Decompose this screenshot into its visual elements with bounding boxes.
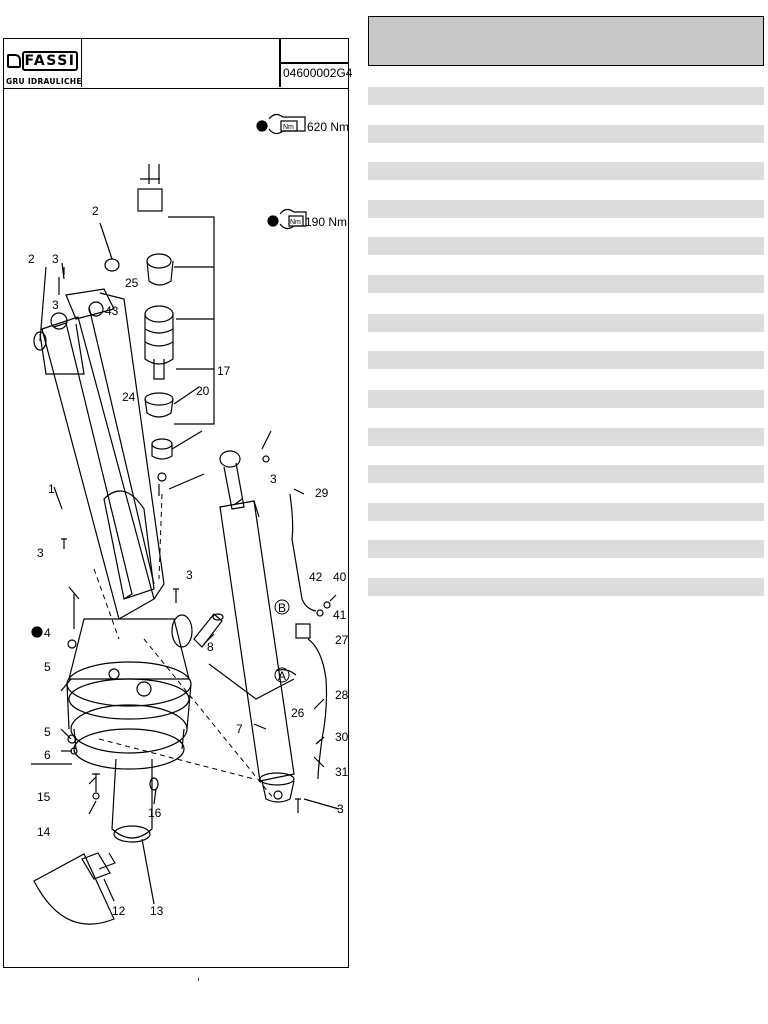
torque-unit-190: Nm bbox=[290, 219, 301, 226]
table-row bbox=[368, 200, 764, 218]
table-row bbox=[368, 540, 764, 558]
callout-40: 40 bbox=[333, 570, 347, 584]
callout-30: 30 bbox=[335, 730, 349, 744]
table-row bbox=[368, 314, 764, 332]
callout-31: 31 bbox=[335, 765, 349, 779]
callout-20: 20 bbox=[196, 384, 210, 398]
drawing-code: 04600002G4 bbox=[283, 66, 353, 80]
torque-value-190: 190 Nm bbox=[305, 215, 347, 229]
callout-17: 17 bbox=[217, 364, 231, 378]
callout-3d: 3 bbox=[270, 472, 277, 486]
callout-16: 16 bbox=[148, 806, 162, 820]
callout-8: 8 bbox=[207, 640, 214, 654]
table-header bbox=[368, 16, 764, 66]
logo-subtitle: GRU IDRAULICHE bbox=[6, 77, 82, 86]
table-row bbox=[368, 578, 764, 596]
callout-26: 26 bbox=[291, 706, 305, 720]
table-row bbox=[368, 428, 764, 446]
callout-3c: 3 bbox=[186, 568, 193, 582]
table-row bbox=[368, 237, 764, 255]
table-row bbox=[368, 162, 764, 180]
callout-12: 12 bbox=[112, 904, 126, 918]
table-row bbox=[368, 87, 764, 105]
callout-24: 24 bbox=[122, 390, 136, 404]
callout-13: 13 bbox=[150, 904, 164, 918]
callout-3f: 3 bbox=[52, 298, 59, 312]
table-row bbox=[368, 351, 764, 369]
callout-2b: 2 bbox=[28, 252, 35, 266]
callout-3e: 3 bbox=[337, 802, 344, 816]
parts-table bbox=[368, 16, 764, 596]
table-row bbox=[368, 125, 764, 143]
callout-B: B bbox=[278, 601, 286, 615]
callout-1: 1 bbox=[48, 482, 55, 496]
callout-3b: 3 bbox=[37, 546, 44, 560]
callout-43: 43 bbox=[105, 304, 119, 318]
wrench-icon-190 bbox=[267, 208, 307, 230]
callout-4: 4 bbox=[44, 626, 51, 640]
callout-3a: 3 bbox=[52, 252, 59, 266]
truck-icon bbox=[7, 54, 21, 68]
callout-41: 41 bbox=[333, 608, 347, 622]
callout-42: 42 bbox=[309, 570, 323, 584]
torque-unit-620: Nm bbox=[283, 124, 294, 131]
callout-29: 29 bbox=[315, 486, 329, 500]
margin-mark bbox=[198, 978, 199, 981]
exploded-parts-diagram: Nm 620 Nm Nm 190 Nm 1 2 2 3 3 3 3 3 3 4 … bbox=[28, 113, 349, 925]
callout-5b: 5 bbox=[44, 725, 51, 739]
title-hline bbox=[279, 62, 348, 64]
callout-5a: 5 bbox=[44, 660, 51, 674]
table-row bbox=[368, 503, 764, 521]
table-row bbox=[368, 390, 764, 408]
callout-6: 6 bbox=[44, 748, 51, 762]
callout-A: A bbox=[278, 669, 286, 683]
callout-28: 28 bbox=[335, 688, 349, 702]
fassi-logo: FASSI GRU IDRAULICHE bbox=[4, 39, 82, 87]
callout-27: 27 bbox=[335, 633, 349, 647]
table-row bbox=[368, 465, 764, 483]
title-block: FASSI GRU IDRAULICHE 04600002G4 bbox=[4, 39, 352, 89]
callout-2a: 2 bbox=[92, 204, 99, 218]
logo-word: FASSI bbox=[22, 51, 78, 71]
table-row bbox=[368, 275, 764, 293]
callout-25: 25 bbox=[125, 276, 139, 290]
wrench-icon-620 bbox=[256, 113, 306, 135]
callout-14: 14 bbox=[37, 825, 51, 839]
drawing-sheet: FASSI GRU IDRAULICHE 04600002G4 bbox=[3, 38, 352, 968]
callout-7: 7 bbox=[236, 722, 243, 736]
torque-value-620: 620 Nm bbox=[307, 120, 349, 134]
callout-15: 15 bbox=[37, 790, 51, 804]
